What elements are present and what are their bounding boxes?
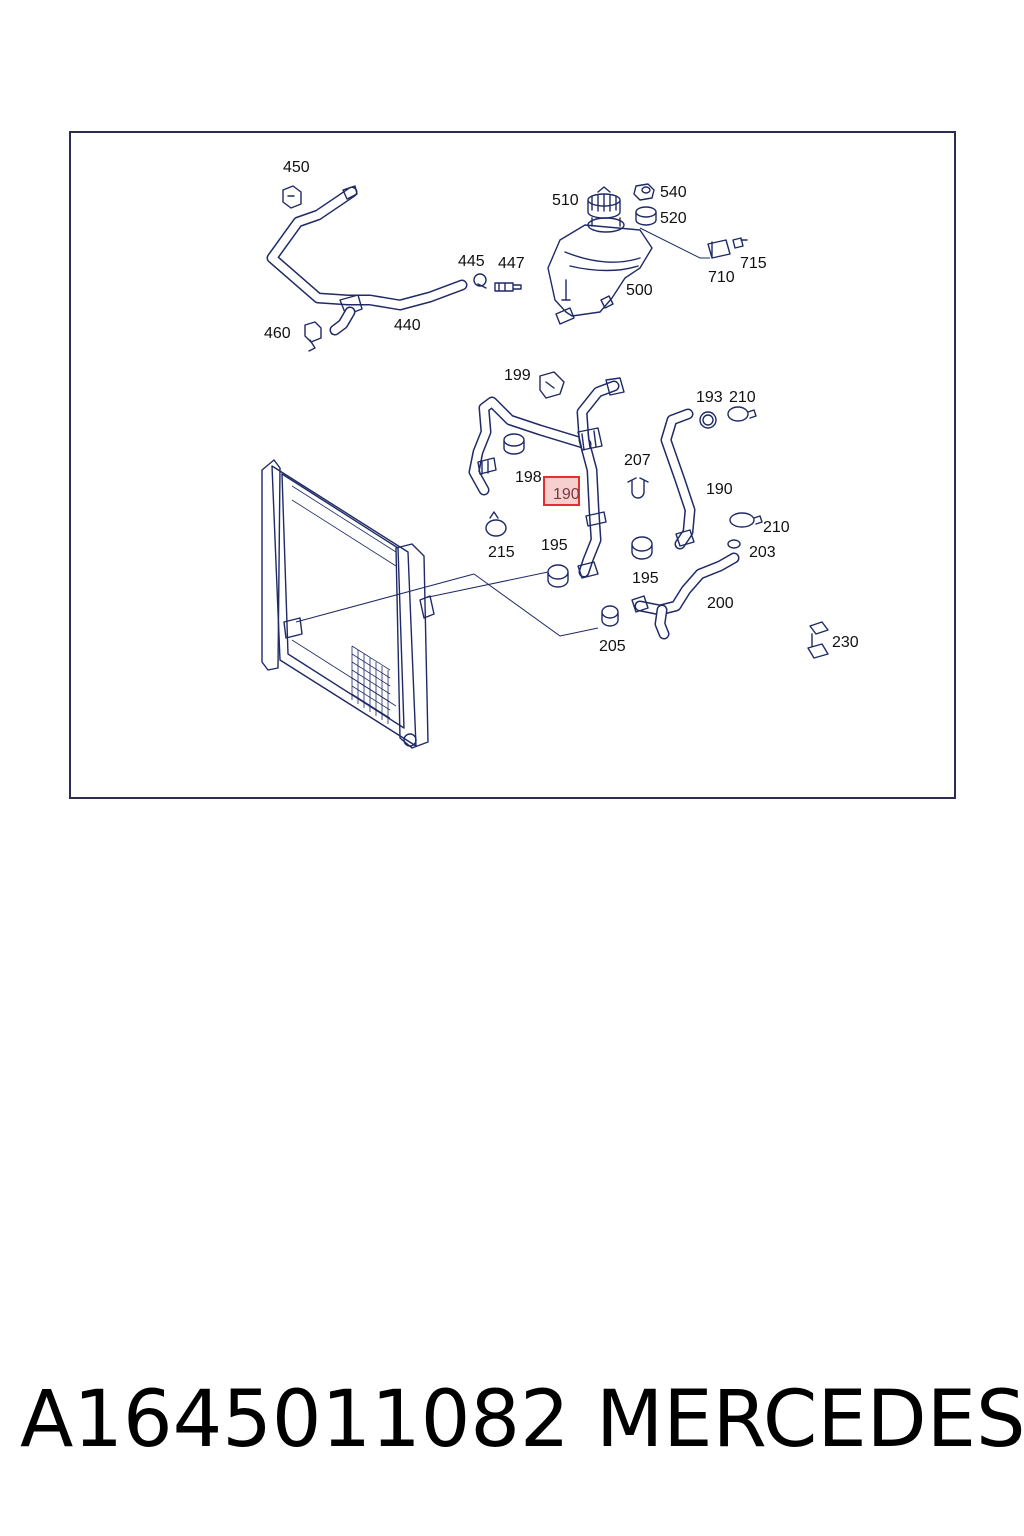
- radiator-leaders: [295, 571, 599, 637]
- radiator: [261, 459, 435, 749]
- brand-name: MERCEDES: [596, 1375, 1024, 1465]
- clamp-195-right: [631, 536, 653, 560]
- callout-447: 447: [498, 255, 525, 272]
- clip-230: [807, 621, 829, 659]
- sensor-710: [707, 239, 731, 259]
- diagram-frame: [69, 131, 956, 799]
- hose-440: [266, 185, 468, 336]
- callout-710: 710: [708, 269, 735, 286]
- clip-199: [539, 371, 565, 399]
- clip-450: [282, 185, 302, 209]
- callout-205: 205: [599, 638, 626, 655]
- connector-447: [494, 282, 522, 292]
- clip-207: [627, 477, 649, 499]
- hose-198: [468, 396, 592, 496]
- callout-195-right: 195: [632, 570, 659, 587]
- callout-445: 445: [458, 253, 485, 270]
- callout-195-left: 195: [541, 537, 568, 554]
- hose-190-center: [576, 377, 625, 579]
- callout-230: 230: [832, 634, 859, 651]
- callout-198: 198: [515, 469, 542, 486]
- clamp-198: [503, 433, 525, 455]
- clamp-210-bottom: [729, 512, 763, 528]
- callout-193: 193: [696, 389, 723, 406]
- hose-200: [631, 552, 740, 640]
- clamp-205: [601, 605, 619, 627]
- callout-210-top: 210: [729, 389, 756, 406]
- callout-450: 450: [283, 159, 310, 176]
- callout-labels: 450 510 540 520 445 447 715 710 500 460 …: [264, 159, 859, 655]
- expansion-tank-500: [547, 217, 653, 325]
- callout-520: 520: [660, 210, 687, 227]
- callout-203: 203: [749, 544, 776, 561]
- callout-715: 715: [740, 255, 767, 272]
- clip-460: [304, 321, 322, 352]
- nut-540: [633, 183, 655, 201]
- callout-190-highlighted: 190: [553, 486, 580, 503]
- callout-510: 510: [552, 192, 579, 209]
- part-number: A1645011082: [20, 1375, 570, 1465]
- sensor-715: [732, 237, 748, 249]
- callout-215: 215: [488, 544, 515, 561]
- grommet-520: [635, 206, 657, 226]
- callout-199: 199: [504, 367, 531, 384]
- clamp-215: [485, 511, 507, 537]
- clamp-445: [473, 273, 487, 289]
- callout-210-bottom: 210: [763, 519, 790, 536]
- callout-207: 207: [624, 452, 651, 469]
- clamp-195-left: [547, 564, 569, 588]
- clamp-210-top: [727, 406, 757, 422]
- callout-440: 440: [394, 317, 421, 334]
- hose-190-right: [660, 408, 696, 550]
- footer: A1645011082 MERCEDES: [0, 1370, 1024, 1470]
- callout-500: 500: [626, 282, 653, 299]
- callout-540: 540: [660, 184, 687, 201]
- callout-460: 460: [264, 325, 291, 342]
- cap-510: [587, 186, 621, 219]
- ring-203: [727, 539, 741, 549]
- callout-190-right: 190: [706, 481, 733, 498]
- callout-200: 200: [707, 595, 734, 612]
- ring-193: [699, 411, 717, 429]
- highlight-box: [543, 476, 580, 506]
